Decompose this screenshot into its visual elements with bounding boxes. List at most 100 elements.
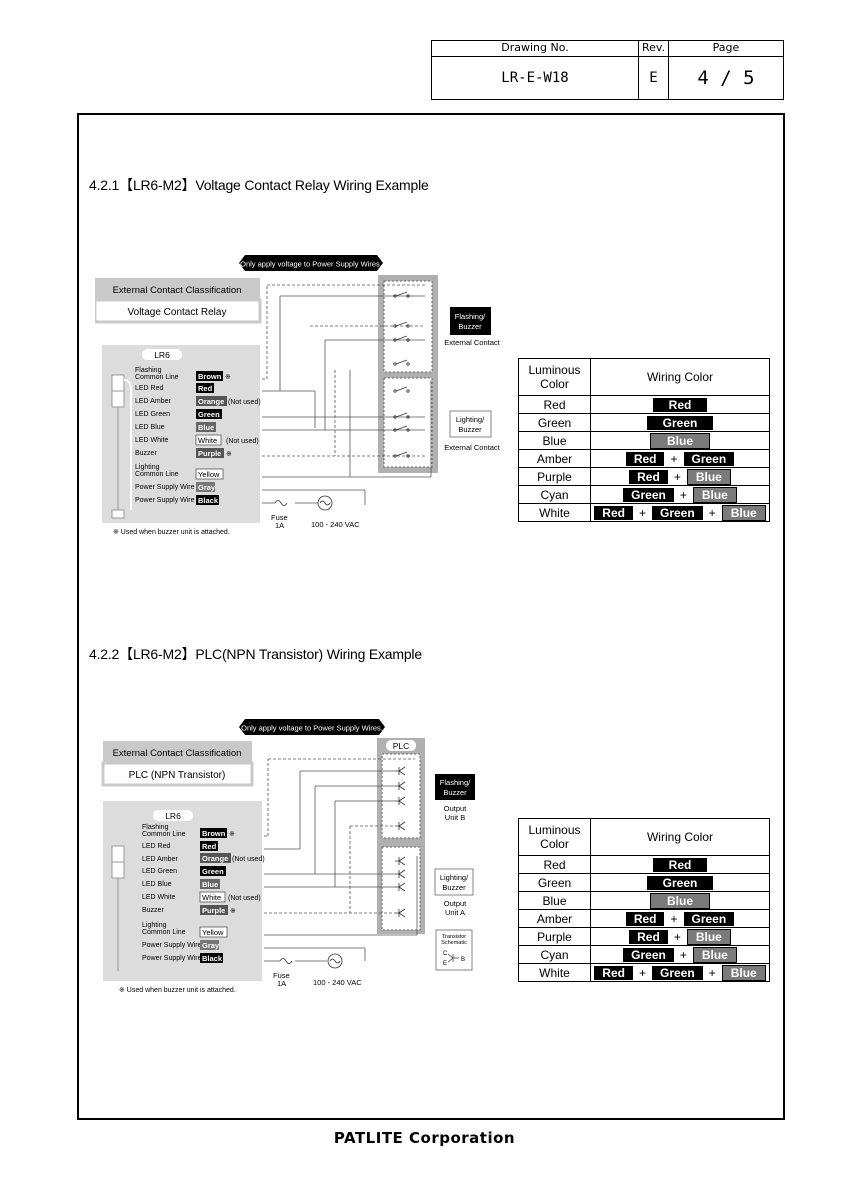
wire-color: Brown — [202, 829, 226, 838]
flashing-buzzer-label: Flashing/ — [455, 312, 486, 321]
ext-class-value: Voltage Contact Relay — [128, 307, 227, 318]
wire-color-chip: Green — [651, 505, 703, 520]
footnote: ※ Used when buzzer unit is attached. — [113, 529, 230, 536]
output-unit-b-label: Unit B — [445, 813, 465, 822]
section1-heading: 4.2.1【LR6-M2】Voltage Contact Relay Wirin… — [89, 177, 429, 193]
wire-color: Blue — [198, 423, 214, 432]
lr6-panel — [102, 345, 260, 523]
page-cell: Page 4 / 5 — [669, 41, 783, 99]
tower-base — [111, 509, 125, 519]
plus-sign: + — [708, 505, 716, 520]
lighting-buzzer-box — [434, 868, 474, 896]
wire-note: ※ — [226, 451, 232, 458]
wire-color: Gray — [202, 941, 220, 950]
lighting-buzzer-label: Buzzer — [458, 425, 482, 434]
wire-color-chip: Red — [652, 397, 708, 412]
wire-label: Power Supply Wire — [135, 484, 195, 491]
wire-color: Blue — [202, 880, 218, 889]
fuse-label: Fuse — [273, 971, 290, 980]
fuse-label: Fuse — [271, 513, 288, 522]
wire-note: ※ — [230, 908, 236, 915]
wire-color-chip: Green — [646, 875, 714, 890]
wire-note: (Not used) — [228, 399, 261, 406]
banner-shape — [239, 255, 383, 271]
wire-color-chip: Blue — [721, 964, 766, 981]
wire-color: Yellow — [202, 928, 224, 937]
wire-note: ※ — [225, 374, 231, 381]
wiring-color-cell: Red+Green — [590, 909, 770, 928]
wire-note: (Not used) — [228, 895, 261, 902]
fuse-label: 1A — [275, 521, 284, 530]
wire-label: LED White — [135, 437, 169, 444]
lighting-caption: External Contact — [444, 443, 500, 452]
luminous-color-cell: Amber — [518, 449, 591, 468]
lr6-label: LR6 — [165, 811, 181, 821]
wire-color-chip: Blue — [649, 892, 710, 909]
flashing-buzzer-label: Buzzer — [443, 788, 467, 797]
footnote: ※ Used when buzzer unit is attached. — [119, 987, 236, 994]
wire-color: Gray — [198, 483, 216, 492]
wire-label: Common Line — [142, 929, 186, 936]
page-label: Page — [669, 41, 783, 57]
wiring-color-cell: Green — [590, 873, 770, 892]
wire-color: Red — [202, 842, 217, 851]
wire-color-chip: Green — [683, 451, 735, 466]
plc-label: PLC — [393, 741, 410, 751]
transistor-symbol — [447, 953, 459, 963]
wire-color-tags: Brown ※ Red Orange (Not used) Green Blue… — [195, 371, 261, 505]
wire-color-chip: Red — [625, 451, 665, 466]
lr6-label-box — [142, 349, 182, 360]
sine-icon — [319, 500, 331, 506]
wire-note: (Not used) — [226, 438, 259, 445]
lr6-label-box — [153, 810, 193, 821]
wire-color-chip: Red — [594, 505, 633, 520]
drawing-no-label: Drawing No. — [432, 41, 638, 57]
ext-class-value: PLC (NPN Transistor) — [129, 770, 226, 781]
lighting-buzzer-label: Buzzer — [442, 883, 466, 892]
wire-color-chip: Red — [629, 929, 668, 944]
wiring-color-cell: Blue — [590, 891, 770, 910]
wire-label: LED Blue — [135, 424, 165, 431]
wire-color: Black — [198, 496, 219, 505]
wiring-color-cell: Green+Blue — [590, 485, 770, 504]
ext-class-title: External Contact Classification — [113, 285, 242, 296]
wire-label: LED Amber — [142, 856, 178, 863]
wire-label: Flashing — [142, 824, 169, 831]
banner-text: Only apply voltage to Power Supply Wires… — [241, 724, 383, 733]
flashing-caption: External Contact — [444, 338, 500, 347]
luminous-color-cell: Red — [518, 855, 591, 874]
drawing-frame — [77, 113, 785, 1120]
wiring-color-cell: Green — [590, 413, 770, 432]
wire-color-tags: Brown ※ Red Orange (Not used) Green Blue… — [199, 828, 265, 963]
wire-color-chip: Blue — [692, 486, 737, 503]
wire-label: Buzzer — [135, 450, 157, 457]
wire-color: Yellow — [198, 470, 220, 479]
transistor-schematic-box — [435, 929, 473, 971]
ext-class-value-box — [101, 761, 254, 787]
luminous-color-cell: Blue — [518, 431, 591, 450]
luminous-color-cell: Blue — [518, 891, 591, 910]
wire-color: Brown — [198, 372, 222, 381]
wire-label: Common Line — [135, 374, 179, 381]
relay-switches — [393, 291, 410, 458]
banner-shape — [239, 719, 385, 735]
flashing-buzzer-label: Buzzer — [458, 322, 482, 331]
transistor-schematic-label: Schematic — [441, 940, 467, 946]
plc-label-box — [386, 740, 416, 751]
wiring-color-cell: Red+Green+Blue — [590, 503, 770, 522]
luminous-color-cell: Amber — [518, 909, 591, 928]
sine-icon — [329, 958, 341, 964]
lr6-label: LR6 — [154, 350, 170, 360]
wire-color-chip: Blue — [649, 432, 710, 449]
luminous-color-cell: Cyan — [518, 485, 591, 504]
wire-color-chip: Green — [651, 965, 703, 980]
wire-label: LED Green — [142, 868, 177, 875]
table-row: Blue Blue — [518, 891, 770, 910]
